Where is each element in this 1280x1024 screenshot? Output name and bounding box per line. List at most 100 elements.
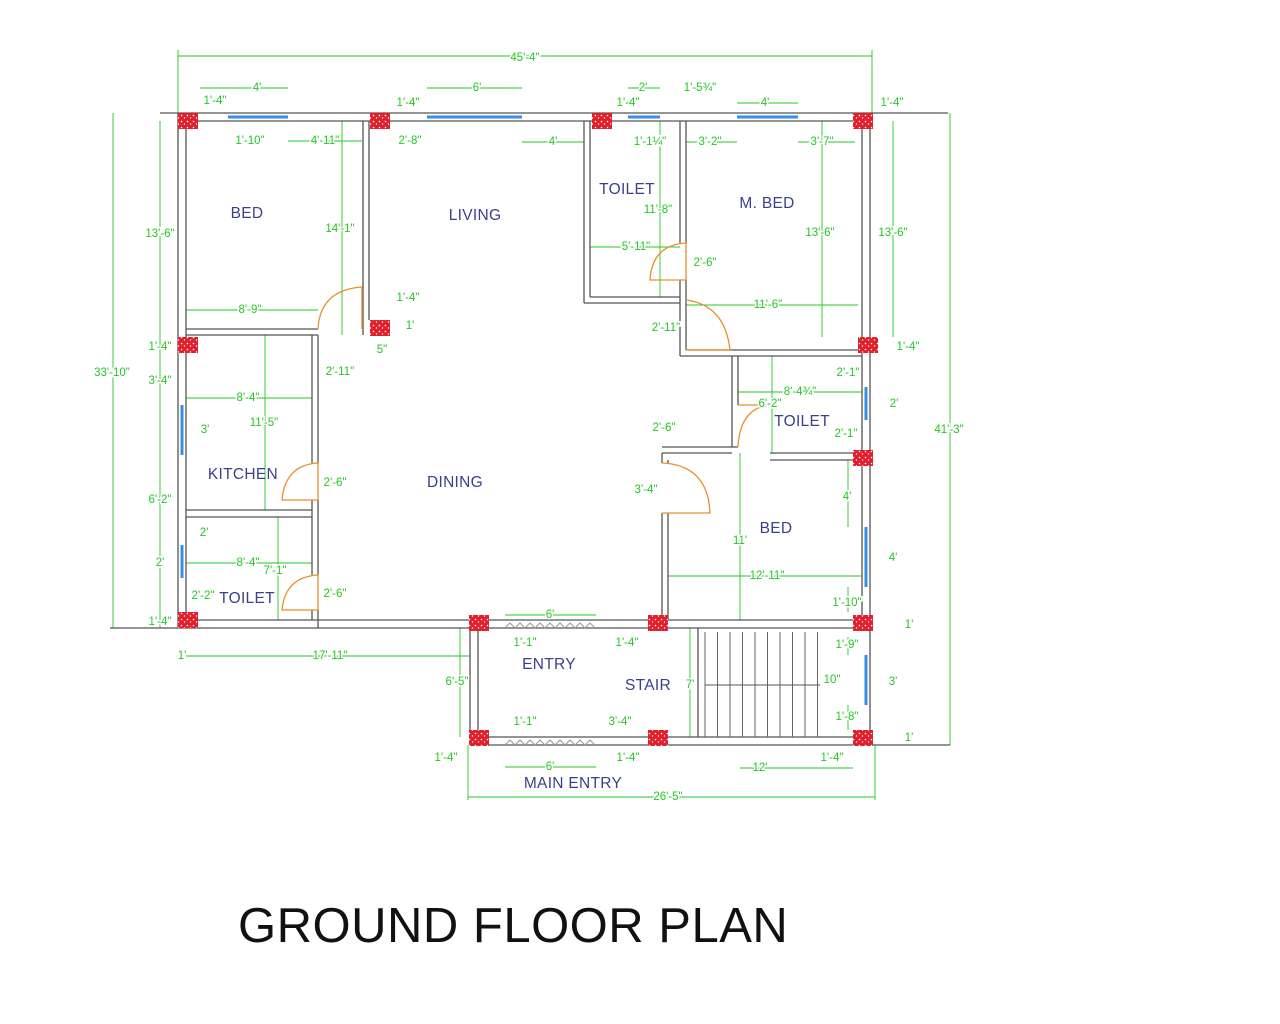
room-label: ENTRY [522,656,576,673]
room-label: TOILET [599,181,655,198]
door-swing [661,462,711,514]
dimension-labels: 45'-4"4'1'-4"1'-10"4'-11"1'-4"6'2'-8"4'2… [93,51,966,805]
dimension-label: 2'-2" [192,590,215,602]
dimension-label: 1' [905,619,914,631]
dimension-label: 17'-11" [313,650,348,662]
dimension-label: 1'-1¼" [634,136,667,148]
column [648,615,668,631]
dimension-label: 4' [889,552,898,564]
dimension-label: 1'-4" [616,637,639,649]
column [853,113,873,129]
room-label: TOILET [774,413,830,430]
dimension-label: 26'-5" [653,791,682,803]
dimension-label: 7'-1" [264,565,287,577]
room-label: STAIR [625,677,671,694]
door-swing [281,462,319,501]
column [592,113,612,129]
dimension-label: 2'-11" [326,366,354,378]
column [178,113,198,129]
room-label: BED [760,520,793,537]
dimension-label: 2'-6" [324,477,347,489]
dimension-label: 1'-1" [514,637,537,649]
dimension-label: 1'-4" [149,616,172,628]
door-swing [281,574,319,611]
staircase [704,632,820,737]
dimension-label: 3'-4" [635,484,658,496]
dimension-label: 10" [824,674,841,686]
column [853,450,873,466]
dimension-label: 33'-10" [94,367,130,379]
column [178,337,198,353]
column [469,730,489,746]
dimension-label: 8'-4" [237,557,260,569]
dimension-label: 6' [546,609,555,621]
dimension-label: 6'-2" [149,494,172,506]
dimension-label: 2'-6" [324,588,347,600]
dimension-label: 4'-11" [311,135,339,147]
opening-zigzag [504,739,596,746]
dimension-label: 1'-9" [836,639,859,651]
dimension-label: 4' [549,136,558,148]
dimension-label: 6' [546,761,555,773]
door-swing [685,299,731,351]
dimension-label: 8'-9" [239,304,262,316]
room-label: DINING [427,474,483,491]
dimension-label: 2'-11" [652,322,680,334]
dimension-label: 2' [156,557,165,569]
dimension-label: 3'-4" [609,716,632,728]
walls [110,112,950,746]
dimension-lines [112,50,951,800]
room-label: MAIN ENTRY [524,775,622,792]
dimension-label: 6' [473,82,482,94]
dimension-label: 6'-5" [446,676,469,688]
dimension-label: 2'-1" [837,367,860,379]
dimension-label: 1' [178,650,187,662]
dimension-label: 11' [733,535,747,547]
opening-zigzag [504,622,596,629]
dimension-label: 1' [905,732,914,744]
dimension-label: 1'-4" [435,752,458,764]
dimension-label: 11'-6" [754,299,782,311]
dimension-label: 41'-3" [934,424,963,436]
dimension-label: 3'-4" [149,375,172,387]
dimension-label: 4' [253,82,262,94]
dimension-label: 3'-7" [811,136,834,148]
dimension-label: 45'-4" [510,52,539,64]
dimension-label: 8'-4" [237,392,260,404]
dimension-label: 1'-4" [397,97,420,109]
column [178,612,198,628]
dimension-label: 6'-2" [759,398,782,410]
dimension-label: 13'-6" [805,227,834,239]
dimension-label: 12'-11" [750,570,785,582]
column [370,320,390,336]
dimension-label: 12' [753,762,768,774]
dimension-label: 3' [201,424,210,436]
room-label: M. BED [739,195,794,212]
dimension-label: 2' [639,82,648,94]
dimension-label: 1'-5¾" [684,82,717,94]
dimension-label: 7' [686,679,695,691]
column [648,730,668,746]
dimension-label: 8'-4¾" [784,386,817,398]
dimension-label: 11'-8" [644,204,672,216]
dimension-label: 1'-8" [836,711,859,723]
room-labels: BED LIVING TOILET M. BED KITCHEN DINING TOILET… [208,181,830,792]
column [853,730,873,746]
room-label: LIVING [449,207,502,224]
dimension-label: 1' [406,320,415,332]
dimension-label: 11'-5" [250,417,278,429]
dimension-label: 1'-4" [204,95,227,107]
room-label: KITCHEN [208,466,278,483]
column [853,615,873,631]
dimension-label: 3' [889,676,898,688]
door-swing [737,404,771,448]
dimension-label: 1'-4" [617,97,640,109]
dimension-label: 1'-4" [821,752,844,764]
dimension-label: 1'-10" [235,135,264,147]
room-label: TOILET [219,590,275,607]
column [370,113,390,129]
dimension-label: 2'-6" [694,257,717,269]
windows [180,115,868,705]
dimension-label: 2' [890,398,899,410]
